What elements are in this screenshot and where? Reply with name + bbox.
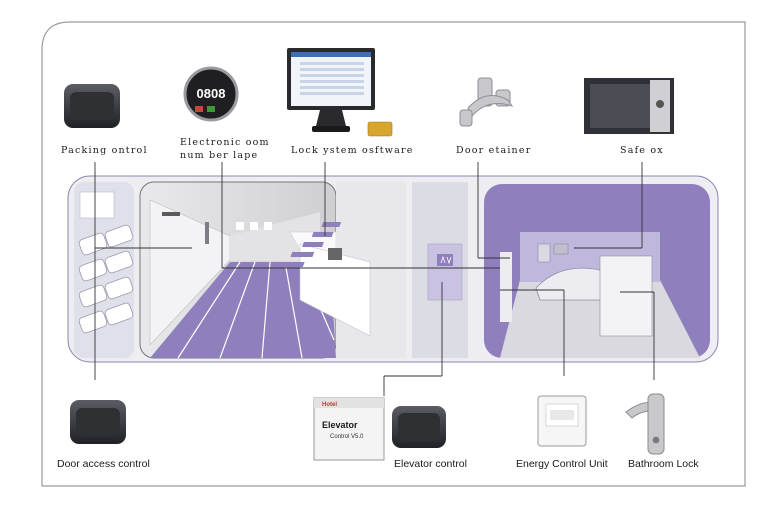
elevator-box-brand: Hotel xyxy=(322,402,337,408)
elevator-control-box-icon xyxy=(313,397,385,461)
lobby-area xyxy=(278,182,468,358)
door-retainer-icon xyxy=(459,77,514,127)
safe-box-icon xyxy=(584,78,674,134)
label-energy-control-unit: Energy Control Unit xyxy=(516,458,608,470)
label-lock-system-software: Lock ystem osftware xyxy=(291,145,414,156)
label-packing-control: Packing ontrol xyxy=(61,145,148,156)
bathroom-lock-icon xyxy=(625,393,665,455)
label-door-access-control: Door access control xyxy=(57,458,150,470)
label-room-number-plate-line1: Electronic oom xyxy=(180,137,270,148)
building-scene xyxy=(67,175,719,363)
room-number-display: 0808 xyxy=(197,86,226,101)
connector-lines xyxy=(94,162,655,396)
door-access-reader-icon xyxy=(70,400,126,444)
outer-frame xyxy=(41,21,746,487)
parking-area xyxy=(74,182,134,358)
energy-control-switch-icon xyxy=(537,395,587,447)
lock-software-computer-icon xyxy=(287,48,393,137)
elevator-box-subtitle: Control V5.0 xyxy=(330,434,364,440)
elevator-card-reader-icon xyxy=(392,406,446,448)
label-elevator-control: Elevator control xyxy=(394,458,467,470)
label-room-number-plate-line2: num ber lape xyxy=(180,150,259,161)
label-safe-box: Safe ox xyxy=(620,145,664,156)
guest-room-area xyxy=(484,184,710,358)
parking-card-reader-icon xyxy=(64,84,120,128)
room-number-plate-icon xyxy=(183,66,239,122)
label-door-retainer: Door etainer xyxy=(456,145,532,156)
elevator-box-title: Elevator xyxy=(322,420,358,430)
label-bathroom-lock: Bathroom Lock xyxy=(628,458,699,470)
